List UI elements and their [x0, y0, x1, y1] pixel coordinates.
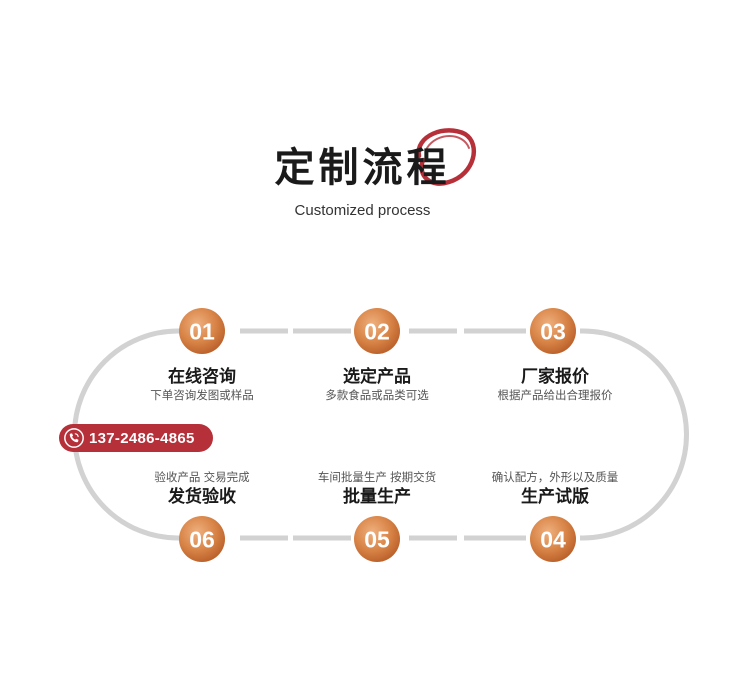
step-desc: 车间批量生产 按期交货	[317, 472, 437, 484]
svg-text:02: 02	[364, 319, 390, 345]
phone-contact-badge[interactable]: 137-2486-4865	[59, 424, 213, 452]
step-name: 发货验收	[168, 487, 236, 506]
step-06: 验收产品 交易完成 发货验收	[112, 470, 292, 508]
step-desc: 确认配方，外形以及质量	[491, 472, 619, 484]
step-05: 车间批量生产 按期交货 批量生产	[287, 470, 467, 508]
step-01: 在线咨询 下单咨询发图或样品	[112, 366, 292, 404]
step-name: 批量生产	[343, 487, 411, 506]
step-badge-06: 06	[179, 516, 225, 562]
svg-text:05: 05	[364, 527, 390, 553]
phone-number: 137-2486-4865	[89, 429, 195, 447]
step-badge-05: 05	[354, 516, 400, 562]
step-badge-03: 03	[530, 308, 576, 354]
page-subtitle: Customized process	[294, 202, 431, 219]
step-name: 在线咨询	[168, 367, 236, 386]
track-right-arc	[582, 328, 689, 541]
step-badge-02: 02	[354, 308, 400, 354]
svg-text:01: 01	[189, 319, 215, 345]
step-02: 选定产品 多款食品或品类可选	[287, 366, 467, 404]
step-name: 选定产品	[343, 367, 411, 386]
page-title: 定制流程	[274, 144, 451, 191]
step-desc: 下单咨询发图或样品	[150, 390, 254, 402]
step-badge-04: 04	[530, 516, 576, 562]
svg-text:06: 06	[189, 527, 215, 553]
step-desc: 验收产品 交易完成	[154, 472, 250, 484]
svg-text:04: 04	[540, 527, 566, 553]
step-desc: 根据产品给出合理报价	[497, 390, 613, 402]
step-badge-01: 01	[179, 308, 225, 354]
step-name: 生产试版	[521, 487, 589, 506]
title-section: 定制流程 Customized process	[0, 0, 750, 240]
step-desc: 多款食品或品类可选	[325, 390, 429, 402]
step-03: 厂家报价 根据产品给出合理报价	[465, 366, 645, 404]
step-name: 厂家报价	[521, 367, 589, 386]
phone-icon	[64, 428, 84, 448]
step-04: 确认配方，外形以及质量 生产试版	[465, 470, 645, 508]
svg-text:03: 03	[540, 319, 566, 345]
brush-circle-decoration	[416, 128, 476, 186]
